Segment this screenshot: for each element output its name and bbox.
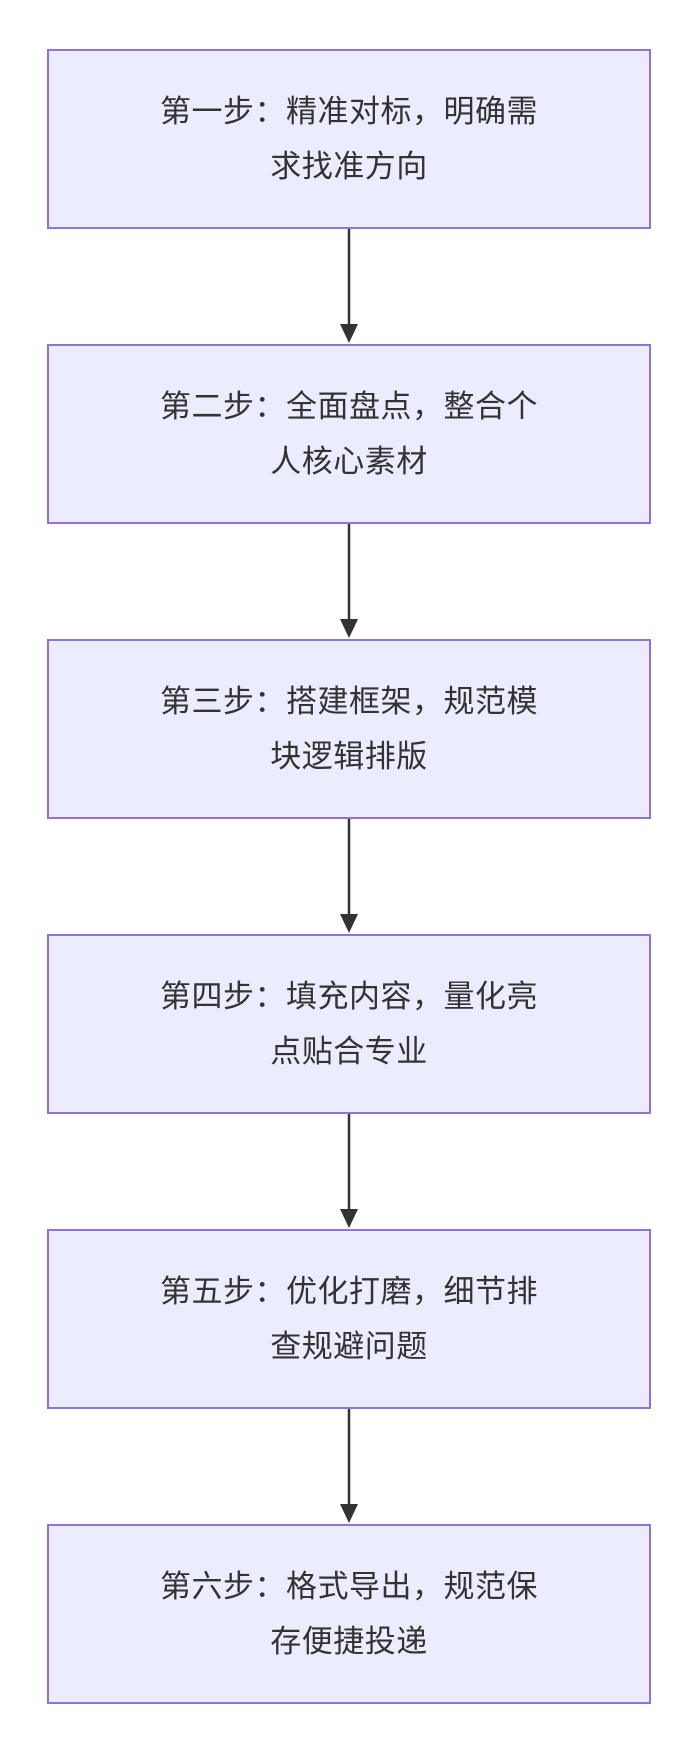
flow-node-step4: 第四步：填充内容，量化亮 点贴合专业 xyxy=(47,934,651,1114)
arrow-head-down-icon xyxy=(340,324,358,343)
node-label-line: 点贴合专业 xyxy=(270,1034,428,1069)
resume-steps-flowchart: 第一步：精准对标，明确需 求找准方向 第二步：全面盘点，整合个 人核心素材 第三… xyxy=(47,49,651,1704)
flow-edge-arrow-4 xyxy=(340,1114,358,1228)
flow-node-step6: 第六步：格式导出，规范保 存便捷投递 xyxy=(47,1524,651,1704)
flow-node-step5: 第五步：优化打磨，细节排 查规避问题 xyxy=(47,1229,651,1409)
node-label-line: 存便捷投递 xyxy=(270,1624,428,1659)
node-label-step6: 第六步：格式导出，规范保 存便捷投递 xyxy=(160,1559,538,1669)
node-label-line: 查规避问题 xyxy=(270,1329,428,1364)
node-label-line: 第五步：优化打磨，细节排 xyxy=(160,1274,538,1309)
flow-edge-arrow-2 xyxy=(340,524,358,638)
node-label-step1: 第一步：精准对标，明确需 求找准方向 xyxy=(160,84,538,194)
arrow-head-down-icon xyxy=(340,1504,358,1523)
arrow-head-down-icon xyxy=(340,1209,358,1228)
node-label-line: 块逻辑排版 xyxy=(270,739,428,774)
flow-edge-arrow-3 xyxy=(340,819,358,933)
node-label-line: 第二步：全面盘点，整合个 xyxy=(160,389,538,424)
arrow-head-down-icon xyxy=(340,619,358,638)
flow-node-step2: 第二步：全面盘点，整合个 人核心素材 xyxy=(47,344,651,524)
node-label-step4: 第四步：填充内容，量化亮 点贴合专业 xyxy=(160,969,538,1079)
node-label-step2: 第二步：全面盘点，整合个 人核心素材 xyxy=(160,379,538,489)
node-label-line: 第一步：精准对标，明确需 xyxy=(160,94,538,129)
flow-edge-arrow-1 xyxy=(340,229,358,343)
arrow-head-down-icon xyxy=(340,914,358,933)
node-label-line: 第四步：填充内容，量化亮 xyxy=(160,979,538,1014)
node-label-line: 求找准方向 xyxy=(270,149,428,184)
node-label-step3: 第三步：搭建框架，规范模 块逻辑排版 xyxy=(160,674,538,784)
node-label-step5: 第五步：优化打磨，细节排 查规避问题 xyxy=(160,1264,538,1374)
node-label-line: 第六步：格式导出，规范保 xyxy=(160,1569,538,1604)
node-label-line: 人核心素材 xyxy=(270,444,428,479)
flow-node-step3: 第三步：搭建框架，规范模 块逻辑排版 xyxy=(47,639,651,819)
node-label-line: 第三步：搭建框架，规范模 xyxy=(160,684,538,719)
flow-edge-arrow-5 xyxy=(340,1409,358,1523)
flow-node-step1: 第一步：精准对标，明确需 求找准方向 xyxy=(47,49,651,229)
